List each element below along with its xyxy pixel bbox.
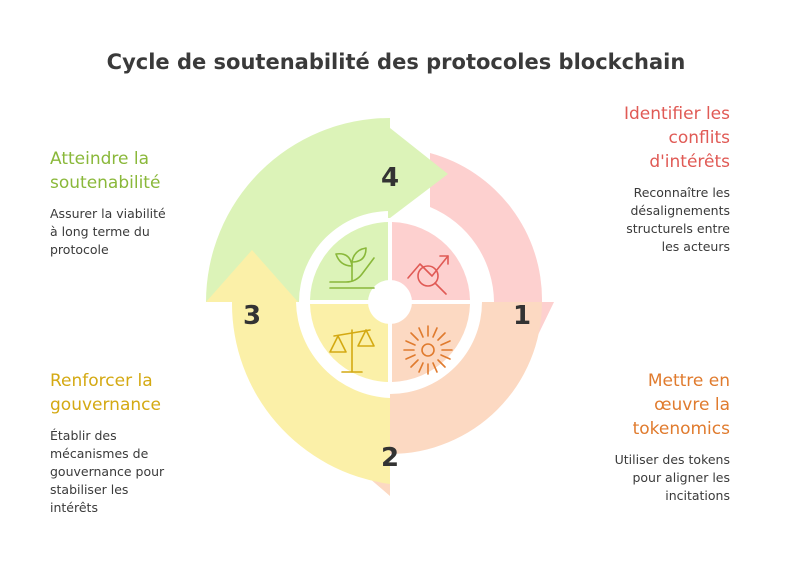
step-1-desc-line: les acteurs (661, 239, 730, 254)
starburst-icon (403, 325, 453, 375)
quadrant-step-2 (392, 304, 470, 382)
step-2-description: Utiliser des tokens pour aligner les inc… (570, 451, 730, 505)
quadrant-step-1 (392, 222, 470, 300)
step-number-4: 4 (381, 163, 399, 193)
step-2-heading: Mettre en œuvre la tokenomics (570, 369, 730, 441)
page-title: Cycle de soutenabilité des protocoles bl… (106, 50, 686, 74)
quadrant-step-3 (310, 304, 388, 382)
step-2-block: Mettre en œuvre la tokenomics Utiliser d… (570, 369, 730, 505)
arc-arrow-step-3 (206, 250, 390, 484)
step-4-heading-line: Atteindre la (50, 149, 150, 169)
inner-quadrants (310, 222, 470, 382)
step-1-desc-line: Reconnaître les (633, 185, 730, 200)
step-1-block: Identifier les conflits d'intérêts Recon… (570, 102, 730, 256)
step-4-desc-line: protocole (50, 242, 109, 257)
step-2-heading-line: œuvre la (654, 395, 730, 415)
step-1-heading-line: Identifier les (623, 104, 730, 124)
step-4-desc-line: Assurer la viabilité (50, 206, 166, 221)
balance-scale-icon (329, 329, 375, 373)
step-1-heading-line: d'intérêts (649, 152, 730, 172)
plant-growth-icon (329, 247, 375, 289)
step-1-heading: Identifier les conflits d'intérêts (570, 102, 730, 174)
arc-arrow-step-4 (206, 118, 447, 302)
step-number-2: 2 (381, 443, 399, 473)
step-3-description: Établir des mécanismes de gouvernance po… (50, 427, 220, 517)
step-3-desc-line: mécanismes de (50, 446, 149, 461)
step-2-heading-line: tokenomics (632, 419, 730, 439)
step-3-block: Renforcer la gouvernance Établir des méc… (50, 369, 220, 517)
step-4-heading: Atteindre la soutenabilité (50, 147, 220, 195)
step-3-desc-line: Établir des (50, 428, 117, 443)
step-number-3: 3 (243, 301, 261, 331)
step-4-block: Atteindre la soutenabilité Assurer la vi… (50, 147, 220, 259)
step-1-description: Reconnaître les désalignements structure… (570, 184, 730, 256)
step-3-desc-line: intérêts (50, 500, 98, 515)
step-2-desc-line: pour aligner les (632, 470, 730, 485)
step-1-heading-line: conflits (668, 128, 730, 148)
step-2-desc-line: incitations (665, 488, 730, 503)
step-2-heading-line: Mettre en (647, 371, 730, 391)
step-4-description: Assurer la viabilité à long terme du pro… (50, 205, 220, 259)
step-number-1: 1 (513, 301, 531, 331)
step-3-desc-line: stabiliser les (50, 482, 129, 497)
quadrant-step-4 (310, 222, 388, 300)
chart-search-icon (407, 255, 449, 295)
step-3-desc-line: gouvernance pour (50, 464, 165, 479)
step-4-desc-line: à long terme du (50, 224, 150, 239)
step-3-heading: Renforcer la gouvernance (50, 369, 220, 417)
arrowhead-step-4 (388, 128, 448, 218)
step-2-desc-line: Utiliser des tokens (614, 452, 730, 467)
step-3-heading-line: Renforcer la (50, 371, 153, 391)
step-4-heading-line: soutenabilité (50, 173, 161, 193)
step-1-desc-line: structurels entre (626, 221, 730, 236)
step-3-heading-line: gouvernance (50, 395, 161, 415)
step-1-desc-line: désalignements (630, 203, 731, 218)
